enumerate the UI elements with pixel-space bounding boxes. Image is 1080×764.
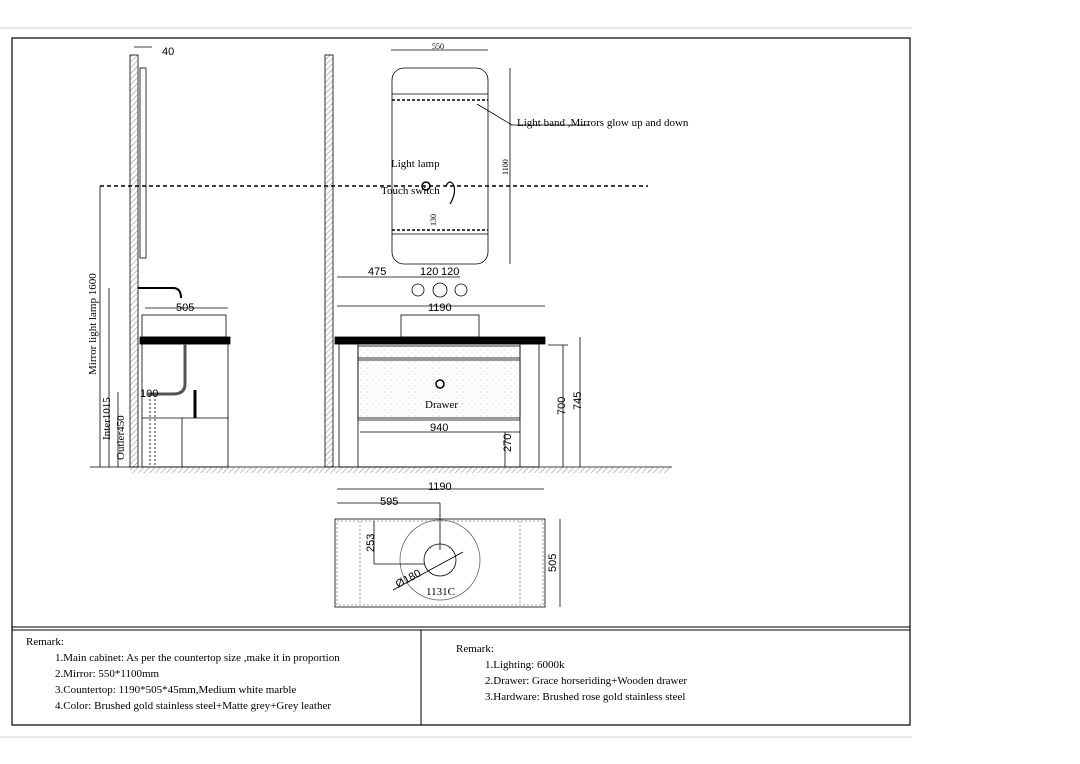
dim-tap-spacing-1: 120	[420, 266, 438, 278]
dim-mirror-width: 550	[432, 42, 444, 51]
dim-side-depth: 505	[176, 302, 194, 314]
remark-item: 1.Main cabinet: As per the countertop si…	[55, 652, 340, 664]
side-view	[99, 46, 231, 468]
dim-top-depth-offset: 253	[365, 534, 377, 552]
dim-inlet-height: Inter1015	[101, 397, 113, 440]
dim-drawer-width: 940	[430, 422, 448, 434]
dim-basin-diameter: Ø180	[394, 567, 423, 590]
dim-outlet-height: Outler450	[115, 415, 127, 460]
remark-item: 1.Lighting: 6000k	[485, 659, 565, 671]
dim-mirror-light-height: Mirror light lamp 1600	[87, 273, 99, 375]
remark-item: 3.Hardware: Brushed rose gold stainless …	[485, 691, 686, 703]
drawing-border	[11, 37, 911, 726]
remark-item: 2.Mirror: 550*1100mm	[55, 668, 160, 680]
remark-item: 3.Countertop: 1190*505*45mm,Medium white…	[55, 684, 297, 696]
dim-wall-offset: 40	[162, 46, 174, 58]
dim-total-height: 745	[572, 392, 584, 410]
dim-top-depth: 505	[547, 554, 559, 572]
dim-top-width: 1190	[428, 481, 452, 493]
label-touch-switch: Touch switch	[381, 185, 440, 197]
top-view	[334, 488, 561, 608]
dim-leg-height: 270	[502, 434, 514, 452]
remark-item: 4.Color: Brushed gold stainless steel+Ma…	[55, 700, 332, 712]
remark-item: 2.Drawer: Grace horseriding+Wooden drawe…	[485, 675, 688, 687]
dim-tap-offset: 475	[368, 266, 386, 278]
dim-cabinet-height: 700	[556, 397, 568, 415]
dim-top-center: 595	[380, 496, 398, 508]
label-drawer: Drawer	[425, 399, 458, 411]
label-light-band: Light band ,Mirrors glow up and down	[517, 117, 689, 129]
label-light-lamp: Light lamp	[391, 158, 440, 170]
dim-mirror-height: 1100	[501, 159, 510, 175]
label-basin-model: 1131C	[426, 586, 455, 598]
remarks-left-title: Remark:	[26, 636, 64, 648]
front-view	[90, 49, 672, 473]
dim-tap-spacing-2: 120	[441, 266, 459, 278]
dim-drain-offset: 100	[140, 388, 158, 400]
dim-front-width: 1190	[428, 302, 452, 314]
remarks-right-title: Remark:	[456, 643, 494, 655]
dim-switch-offset: 130	[429, 214, 438, 226]
